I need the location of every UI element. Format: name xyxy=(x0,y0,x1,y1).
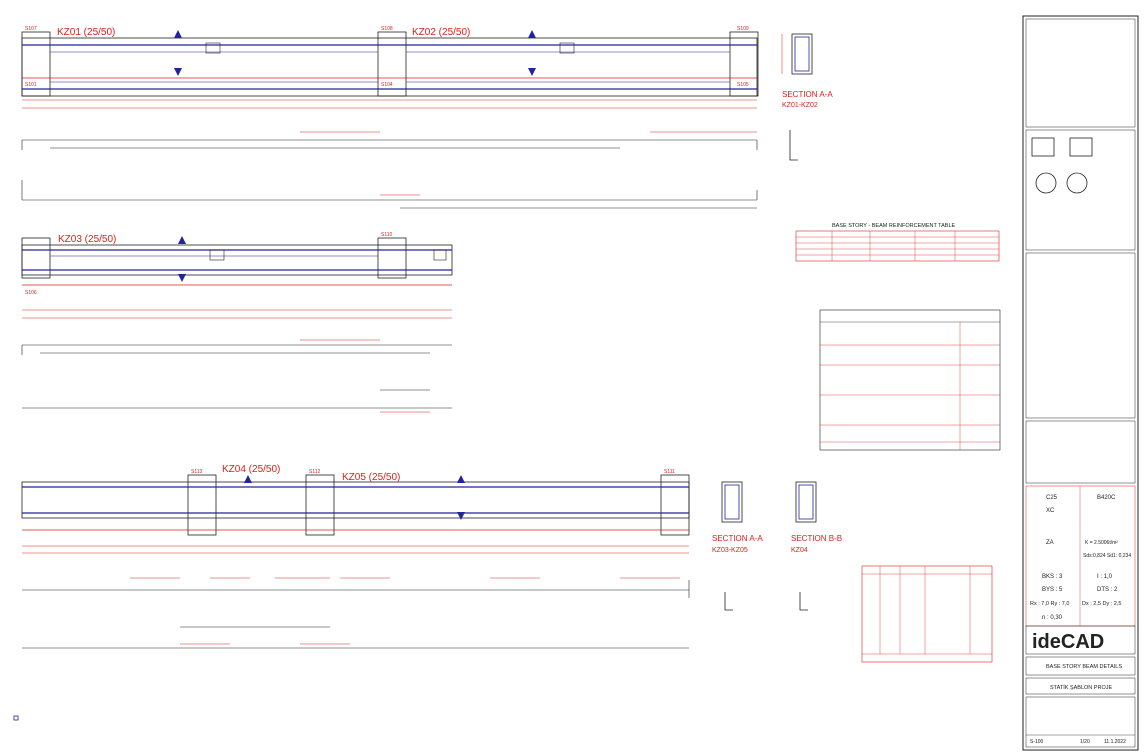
beam-group-kz01-kz02: KZ01 (25/50) KZ02 (25/50) S107 S108 S109… xyxy=(21,26,759,109)
section-aa-subtitle-2: KZ03-KZ05 xyxy=(712,547,748,554)
column-label-s101: S101 xyxy=(25,82,37,88)
column-label-s107: S107 xyxy=(25,26,37,32)
column-label-s113: S113 xyxy=(191,469,203,475)
rebar-schedule-3 xyxy=(22,577,690,649)
origin-marker xyxy=(13,715,19,721)
column-s108 xyxy=(377,31,407,97)
concrete-class: C25 xyxy=(1046,495,1058,501)
beam-label-kz01: KZ01 (25/50) xyxy=(57,27,115,38)
quantity-table xyxy=(861,565,993,663)
beam-reinforcement-table: BASE STORY - BEAM REINFORCEMENT TABLE xyxy=(795,223,1000,262)
beam-group-kz03: KZ03 (25/50) S110 S106 xyxy=(21,232,453,319)
beam-label-kz03: KZ03 (25/50) xyxy=(58,234,116,245)
drawing-date: 11.1.2022 xyxy=(1104,739,1126,745)
n-value: n : 0,30 xyxy=(1042,615,1063,621)
d-values: Dx : 2,5 Dy : 2,5 xyxy=(1082,601,1121,607)
exposure-class: XC xyxy=(1046,508,1055,514)
column-s107 xyxy=(21,31,51,97)
detail-panel xyxy=(1022,15,1139,751)
section-aa-kz01-kz02: SECTION A-A KZ01-KZ02 xyxy=(781,33,833,161)
beam-group-kz04-kz05: KZ04 (25/50) KZ05 (25/50) S111 S112 S113 xyxy=(21,464,690,554)
section-aa-title-2: SECTION A-A xyxy=(712,534,763,543)
soil-class: ZA xyxy=(1046,540,1054,546)
r-values: Rx : 7,0 Ry : 7,0 xyxy=(1030,601,1069,607)
drawing-title: BASE STORY BEAM DETAILS xyxy=(1046,664,1122,670)
section-bb-kz04: SECTION B-B KZ04 xyxy=(791,481,842,611)
sd1-values: Sds:0,824 Sd1: 0,234 xyxy=(1083,553,1131,559)
sds-values: K = 2.5006t/m² xyxy=(1085,540,1118,546)
title-block: C25 B420C XC ZA K = 2.5006t/m² Sds:0,824… xyxy=(1025,485,1136,748)
bys-value: BYS : 5 xyxy=(1042,587,1063,593)
column-label-s111: S111 xyxy=(664,469,675,475)
rebar-schedule-1 xyxy=(21,131,758,209)
beam-label-kz02: KZ02 (25/50) xyxy=(412,27,470,38)
section-aa-kz03-kz05: SECTION A-A KZ03-KZ05 xyxy=(712,481,763,611)
importance-value: I : 1,0 xyxy=(1097,574,1113,580)
column-label-s105: S105 xyxy=(737,82,749,88)
sheet-number: S-100 xyxy=(1030,739,1044,745)
column-label-s104: S104 xyxy=(381,82,393,88)
rebar-schedule-2 xyxy=(21,339,452,413)
section-bb-title: SECTION B-B xyxy=(791,534,842,543)
project-title: STATİK ŞABLON PROJE xyxy=(1050,684,1112,691)
brand-logo: ideCAD xyxy=(1032,631,1104,653)
beam-label-kz04: KZ04 (25/50) xyxy=(222,464,280,475)
steel-class: B420C xyxy=(1097,495,1116,501)
section-aa-subtitle-1: KZ01-KZ02 xyxy=(782,102,818,109)
table-title: BASE STORY - BEAM REINFORCEMENT TABLE xyxy=(832,223,956,229)
column-s109 xyxy=(729,31,759,97)
beam-label-kz05: KZ05 (25/50) xyxy=(342,472,400,483)
drawing-scale: 1/20 xyxy=(1080,739,1090,745)
section-aa-title-1: SECTION A-A xyxy=(782,90,833,99)
rebar-list-box xyxy=(819,309,1001,451)
bks-value: BKS : 3 xyxy=(1042,574,1063,580)
column-label-s106: S106 xyxy=(25,290,37,296)
dts-value: DTS : 2 xyxy=(1097,587,1118,593)
column-label-s112: S112 xyxy=(309,469,321,475)
column-label-s108: S108 xyxy=(381,26,393,32)
column-label-s110: S110 xyxy=(381,232,393,238)
section-bb-subtitle: KZ04 xyxy=(791,547,808,554)
column-label-s109: S109 xyxy=(737,26,749,32)
